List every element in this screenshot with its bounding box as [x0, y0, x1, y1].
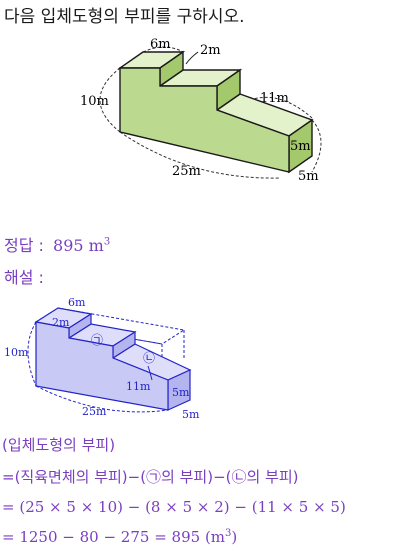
fig1-righth-label: 5m [290, 139, 311, 154]
solution-line-4-main: = 1250 − 80 − 275 = 895 (m [2, 528, 226, 546]
fig2-depth-label: 5m [182, 408, 200, 421]
right-arc [249, 96, 313, 119]
fig1-height-label: 10m [80, 94, 109, 109]
step-pointer [185, 51, 199, 65]
fig1-step-label: 2m [200, 43, 221, 58]
fig2-height-label: 10m [4, 346, 29, 359]
solution-line-4-exp: 3 [225, 528, 232, 539]
fig2-right-label: 11m [126, 380, 151, 393]
right-h-arc [311, 119, 322, 173]
solution-line-3: = (25 × 5 × 10) − (8 × 5 × 2) − (11 × 5 … [2, 498, 346, 516]
answer-value: 895 m [53, 236, 104, 255]
front-arc [119, 131, 281, 179]
solid-figure-green: 6m 2m 10m 11m 5m 25m 5m [80, 37, 322, 184]
fig2-front [35, 321, 169, 411]
solution-line-2: =(직육면체의 부피)−(㉠의 부피)−(㉡의 부피) [2, 468, 299, 486]
solution-line-1: (입체도형의 부피) [2, 436, 116, 454]
fig1-front-label: 25m [172, 164, 201, 179]
marker-2: ㉡ [143, 351, 155, 365]
fig2-top-label: 6m [68, 296, 86, 309]
question-text: 다음 입체도형의 부피를 구하시오. [4, 7, 245, 27]
front-face [119, 67, 290, 173]
solution-line-4-close: ) [231, 528, 238, 546]
marker-1: ㉠ [91, 333, 103, 347]
fig1-top-label: 6m [150, 37, 171, 52]
explanation-label: 해설 : [4, 268, 44, 287]
fig1-depth-label: 5m [298, 169, 319, 184]
answer-line: 정답 : 895 m3 [4, 232, 110, 256]
solid-figure-blue: ㉠ ㉡ 6m 2m 10m 11m 5m 25m 5m [4, 296, 200, 421]
marker-pointer [147, 365, 153, 381]
fig2-righth-label: 5m [172, 386, 190, 399]
fig1-right-label: 11m [260, 91, 289, 106]
top-arc [142, 46, 184, 53]
answer-exponent: 3 [103, 236, 111, 248]
fig2-height-arc [27, 321, 37, 387]
solution-line-4: = 1250 − 80 − 275 = 895 (m3) [2, 528, 237, 546]
answer-label: 정답 : [4, 236, 44, 255]
fig2-front-arc [35, 385, 169, 413]
fig2-front-label: 25m [82, 405, 107, 418]
fig2-step-label: 2m [52, 316, 70, 329]
